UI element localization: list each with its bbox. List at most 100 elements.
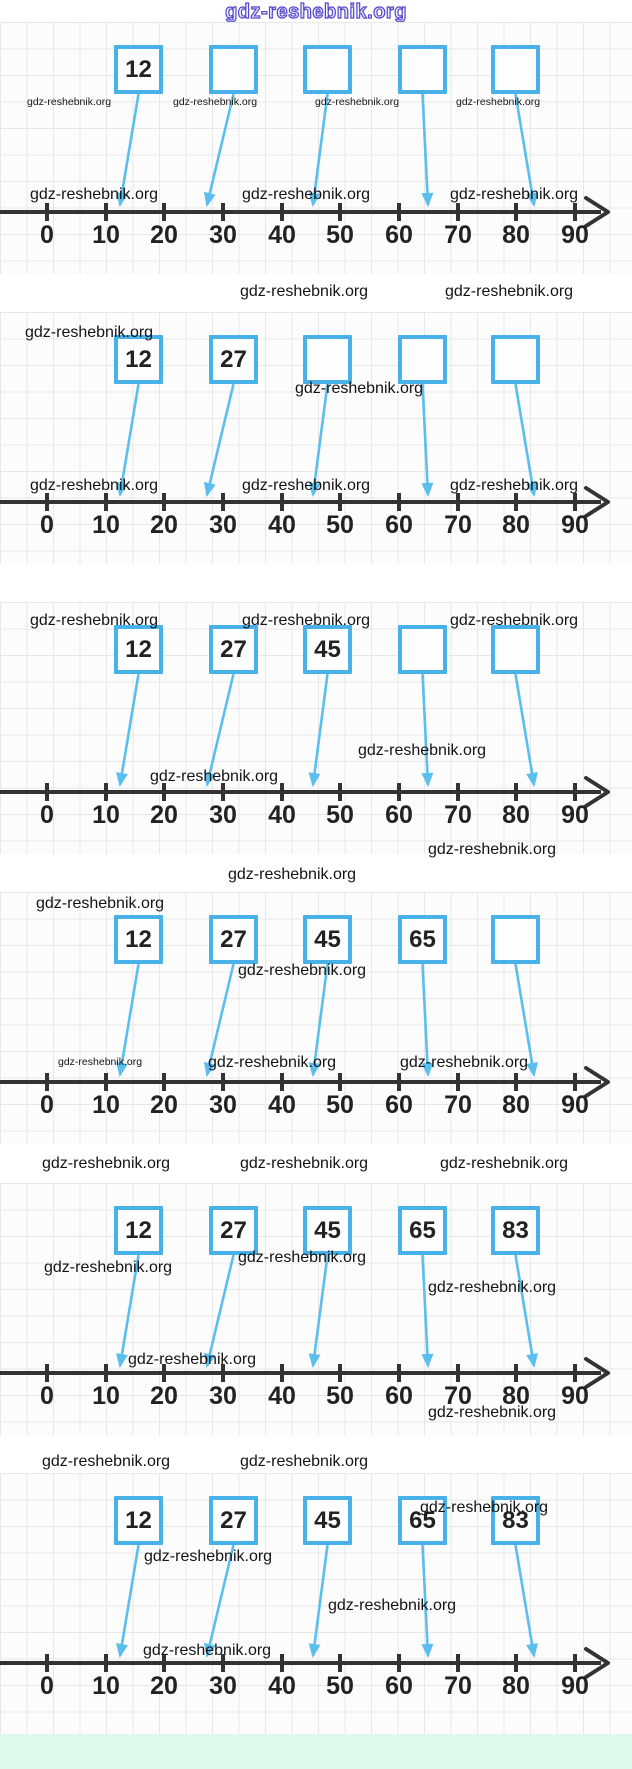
pointer-arrow	[203, 93, 235, 207]
watermark-text: gdz-reshebnik.org	[150, 768, 279, 785]
tick-label: 40	[268, 1382, 296, 1410]
tick-label: 0	[40, 221, 54, 249]
pointer-arrow	[203, 1544, 235, 1658]
answer-card-empty	[491, 45, 540, 94]
pointer-arrow	[421, 93, 434, 207]
watermark-text: gdz-reshebnik.org	[208, 1054, 337, 1071]
tick-label: 0	[40, 801, 54, 829]
watermark-text: gdz-reshebnik.org	[240, 283, 369, 300]
pointer-arrow	[514, 383, 538, 497]
answer-card-empty	[491, 625, 540, 674]
tick-label: 80	[502, 221, 530, 249]
axis-arrowhead	[584, 486, 610, 518]
watermark-text: gdz-reshebnik.org	[36, 895, 165, 912]
tick-label: 60	[385, 221, 413, 249]
pointer-arrow	[421, 963, 434, 1077]
axis-arrowhead	[584, 1357, 610, 1389]
watermark-text: gdz-reshebnik.org	[428, 1404, 557, 1421]
watermark-text: gdz-reshebnik.org	[143, 1642, 272, 1659]
tick-label: 50	[326, 221, 354, 249]
answer-card: 12	[114, 915, 163, 964]
watermark-text: gdz-reshebnik.org	[144, 1548, 273, 1565]
tick-label: 40	[268, 221, 296, 249]
answer-card: 27	[209, 1496, 258, 1545]
tick-label: 90	[561, 801, 589, 829]
tick-label: 70	[444, 1382, 472, 1410]
tick-label: 20	[150, 221, 178, 249]
tick-label: 40	[268, 511, 296, 539]
header-watermark: gdz-reshebnik.org	[224, 0, 407, 23]
pointer-arrow	[308, 1544, 329, 1658]
answer-card: 27	[209, 335, 258, 384]
watermark-text: gdz-reshebnik.org	[30, 477, 159, 494]
watermark-text: gdz-reshebnik.org	[450, 612, 579, 629]
pointer-arrow	[203, 383, 235, 497]
answer-card: 83	[491, 1496, 540, 1545]
tick-label: 70	[444, 1672, 472, 1700]
watermark-text: gdz-reshebnik.org	[450, 186, 579, 203]
tick-label: 60	[385, 511, 413, 539]
watermark-text: gdz-reshebnik.org	[173, 96, 258, 108]
watermark-text: gdz-reshebnik.org	[242, 612, 371, 629]
watermark-text: gdz-reshebnik.org	[328, 1597, 457, 1614]
tick-label: 60	[385, 801, 413, 829]
tick-label: 10	[92, 1672, 120, 1700]
answer-card: 12	[114, 625, 163, 674]
answer-card-empty	[303, 45, 352, 94]
watermark-text: gdz-reshebnik.org	[295, 380, 424, 397]
tick-label: 50	[326, 801, 354, 829]
tick-label: 0	[40, 511, 54, 539]
tick-label: 50	[326, 1091, 354, 1119]
pointer-arrow	[421, 383, 434, 497]
watermark-text: gdz-reshebnik.org	[450, 477, 579, 494]
answer-card-empty	[209, 45, 258, 94]
grid-paper-band	[0, 312, 632, 564]
watermark-text: gdz-reshebnik.org	[420, 1499, 549, 1516]
pointer-arrow	[203, 1254, 235, 1368]
tick-label: 20	[150, 1382, 178, 1410]
answer-card: 65	[398, 1496, 447, 1545]
answer-card-empty	[303, 335, 352, 384]
answer-card-empty	[398, 45, 447, 94]
pointer-arrow	[308, 1254, 329, 1368]
answer-card: 45	[303, 625, 352, 674]
answer-card: 45	[303, 1496, 352, 1545]
axis-arrowhead	[584, 196, 610, 228]
tick-label: 0	[40, 1091, 54, 1119]
tick-label: 90	[561, 221, 589, 249]
tick-label: 60	[385, 1091, 413, 1119]
answer-card-empty	[491, 335, 540, 384]
answer-card-empty	[398, 335, 447, 384]
pointer-arrow	[514, 963, 538, 1077]
answer-card: 27	[209, 625, 258, 674]
tick-label: 0	[40, 1382, 54, 1410]
watermark-text: gdz-reshebnik.org	[30, 186, 159, 203]
pointer-arrow	[116, 1544, 140, 1658]
pointer-arrow	[116, 93, 140, 207]
tick-label: 70	[444, 801, 472, 829]
pointer-arrow	[116, 673, 140, 787]
pointer-arrow	[116, 963, 140, 1077]
tick-label: 60	[385, 1672, 413, 1700]
bottom-strip	[0, 1734, 632, 1769]
tick-label: 80	[502, 1672, 530, 1700]
tick-label: 60	[385, 1382, 413, 1410]
axis-arrowhead	[584, 1647, 610, 1679]
pointer-arrow	[421, 673, 434, 787]
watermark-text: gdz-reshebnik.org	[30, 612, 159, 629]
tick-label: 20	[150, 1091, 178, 1119]
answer-card: 45	[303, 1206, 352, 1255]
tick-label: 80	[502, 1382, 530, 1410]
tick-label: 30	[209, 1672, 237, 1700]
pointer-arrow	[203, 673, 235, 787]
tick-label: 70	[444, 511, 472, 539]
axis-arrowhead	[584, 776, 610, 808]
answer-card: 83	[491, 1206, 540, 1255]
pointer-arrow	[514, 673, 538, 787]
pointer-arrow	[514, 1254, 538, 1368]
tick-label: 40	[268, 801, 296, 829]
